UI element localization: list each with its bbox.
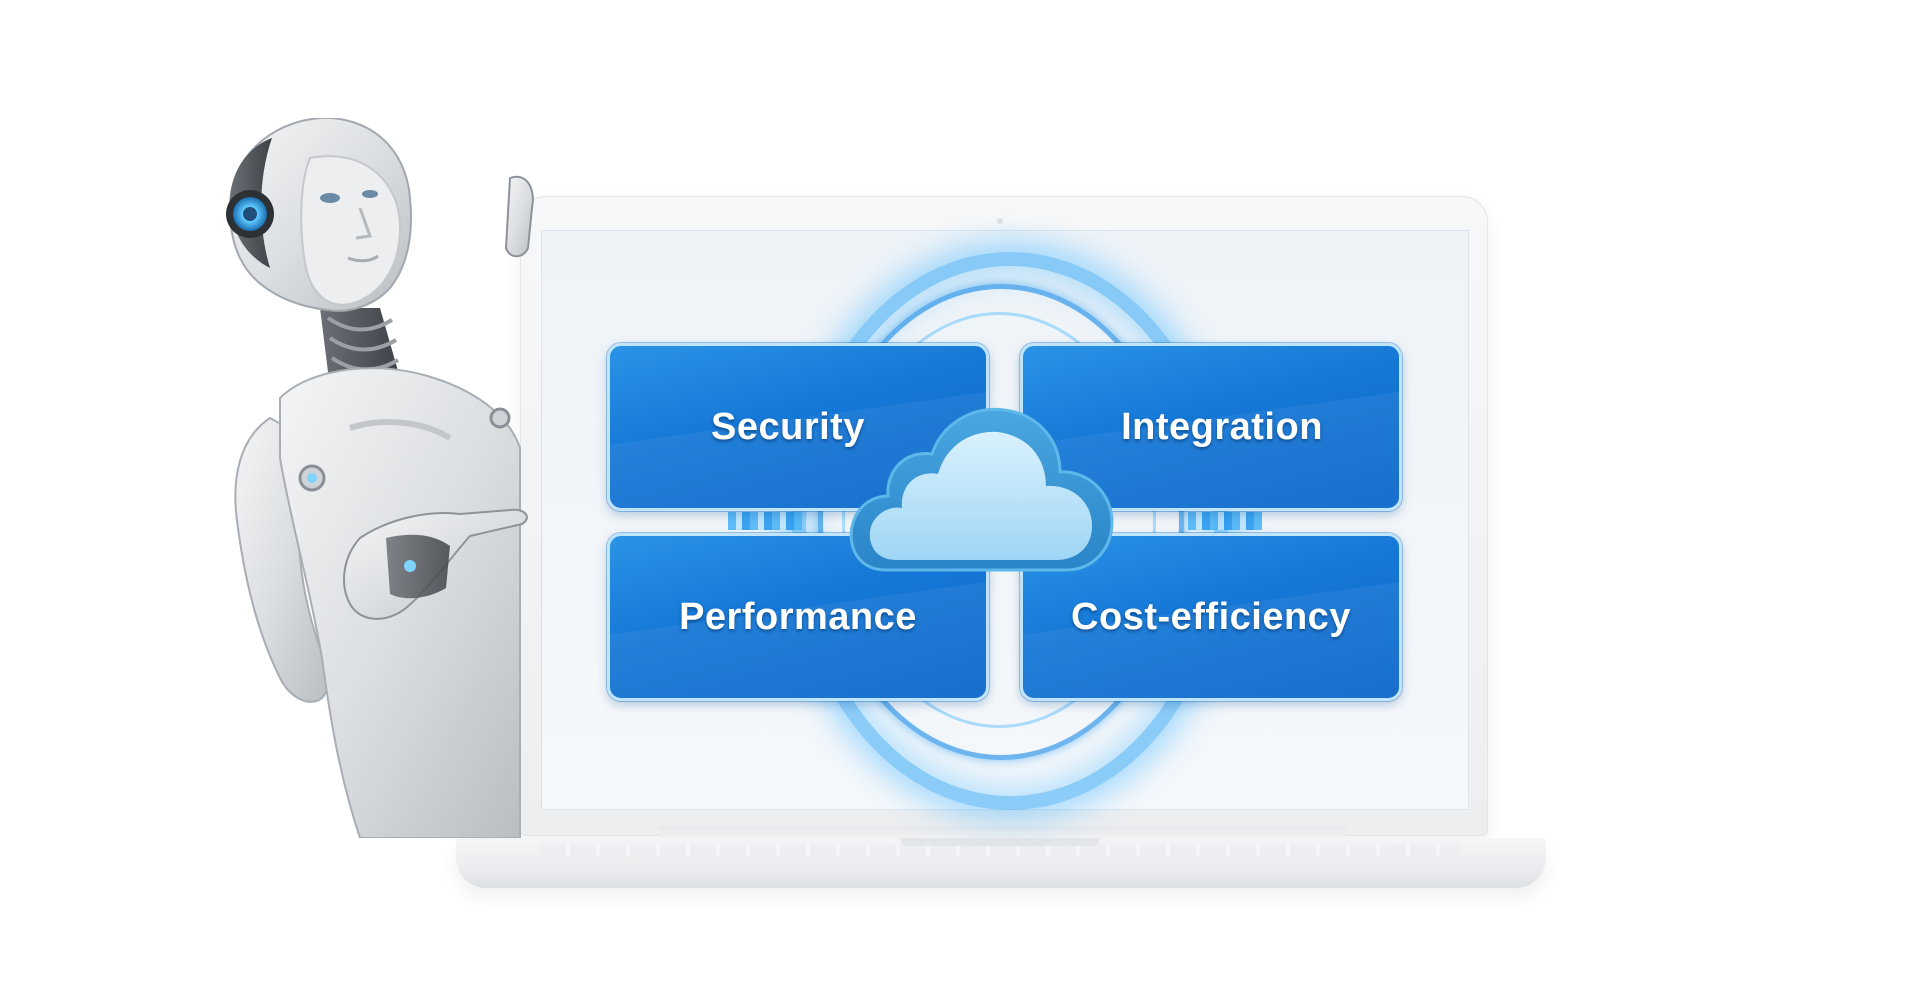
laptop-notch [900, 838, 1100, 846]
tile-security-label: Security [711, 405, 865, 448]
tile-security: Security [607, 343, 989, 511]
laptop-hinge [660, 826, 1346, 840]
laptop-keyboard [540, 844, 1460, 856]
tile-performance-label: Performance [679, 595, 917, 638]
tile-integration-label: Integration [1121, 405, 1323, 448]
connector-right [1188, 512, 1262, 530]
cloud-icon [849, 407, 1114, 572]
camera-dot [997, 218, 1003, 224]
tile-cost-efficiency-label: Cost-efficiency [1071, 595, 1351, 638]
connector-left [728, 512, 802, 530]
robot-icon [226, 118, 534, 838]
